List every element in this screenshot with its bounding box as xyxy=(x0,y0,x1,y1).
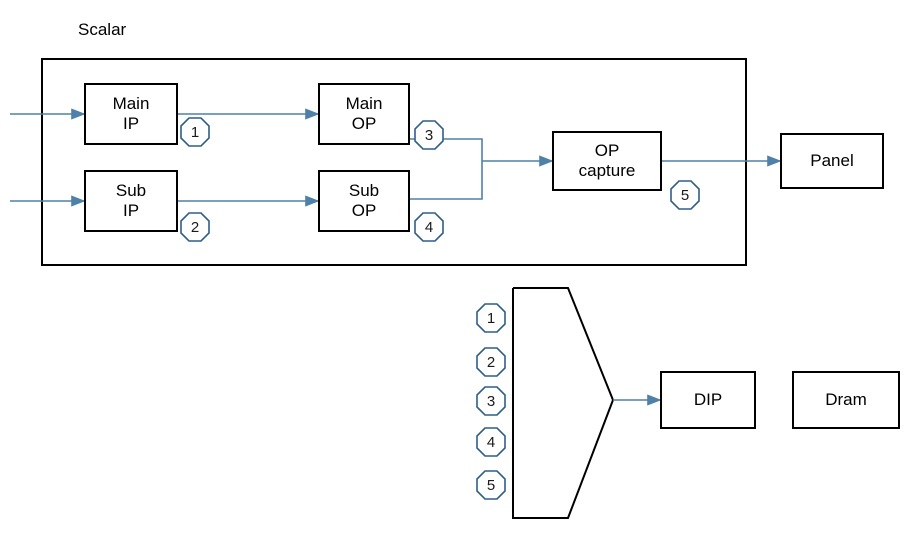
node-dip[interactable]: DIP xyxy=(660,371,756,429)
badge-4-label: 4 xyxy=(424,218,434,236)
path-sub-op-to-capture xyxy=(410,161,483,200)
node-main-op-line1: Main xyxy=(345,93,383,113)
node-sub-op-line2: OP xyxy=(351,201,377,220)
badge-mux-input-3: 3 xyxy=(476,386,506,416)
node-dip-label: DIP xyxy=(693,389,723,409)
node-sub-ip-line2: IP xyxy=(122,201,140,220)
node-panel-label: Panel xyxy=(810,150,854,170)
badge-mux-input-1-label: 1 xyxy=(486,309,496,327)
mux-outline xyxy=(512,287,615,519)
badge-1-label: 1 xyxy=(190,123,200,141)
badge-mux-input-2-label: 2 xyxy=(486,353,496,371)
node-op-capture-line1: OP xyxy=(594,140,620,160)
node-main-op[interactable]: Main OP xyxy=(318,83,410,145)
scalar-container xyxy=(41,58,747,266)
badge-2-label: 2 xyxy=(190,218,200,236)
node-main-ip-line1: Main xyxy=(112,93,150,113)
badge-1-main-ip: 1 xyxy=(180,117,210,147)
badge-mux-input-1: 1 xyxy=(476,303,506,333)
badge-mux-input-5: 5 xyxy=(476,470,506,500)
badge-mux-input-3-label: 3 xyxy=(486,392,496,410)
badge-mux-input-4: 4 xyxy=(476,427,506,457)
node-op-capture[interactable]: OP capture xyxy=(552,131,662,191)
node-sub-op[interactable]: Sub OP xyxy=(318,170,410,232)
badge-mux-input-2: 2 xyxy=(476,347,506,377)
badge-3-label: 3 xyxy=(424,126,434,144)
mux-shape xyxy=(513,288,568,518)
badge-4-sub-op: 4 xyxy=(414,212,444,242)
node-main-ip[interactable]: Main IP xyxy=(84,83,178,145)
node-op-capture-line2: capture xyxy=(578,161,636,180)
node-dram-label: Dram xyxy=(825,389,867,409)
badge-mux-input-5-label: 5 xyxy=(486,476,496,494)
badge-5-label: 5 xyxy=(680,186,690,204)
node-main-op-line2: OP xyxy=(351,114,377,133)
node-sub-ip-line1: Sub xyxy=(115,180,147,200)
scalar-title: Scalar xyxy=(78,20,127,39)
node-sub-op-line1: Sub xyxy=(348,180,380,200)
node-dram[interactable]: Dram xyxy=(792,371,900,429)
badge-5-op-capture: 5 xyxy=(670,180,700,210)
node-panel[interactable]: Panel xyxy=(780,133,884,189)
node-sub-ip[interactable]: Sub IP xyxy=(84,170,178,232)
badge-mux-input-4-label: 4 xyxy=(486,433,496,451)
badge-3-main-op: 3 xyxy=(414,120,444,150)
badge-2-sub-ip: 2 xyxy=(180,212,210,242)
node-main-ip-line2: IP xyxy=(122,114,140,133)
